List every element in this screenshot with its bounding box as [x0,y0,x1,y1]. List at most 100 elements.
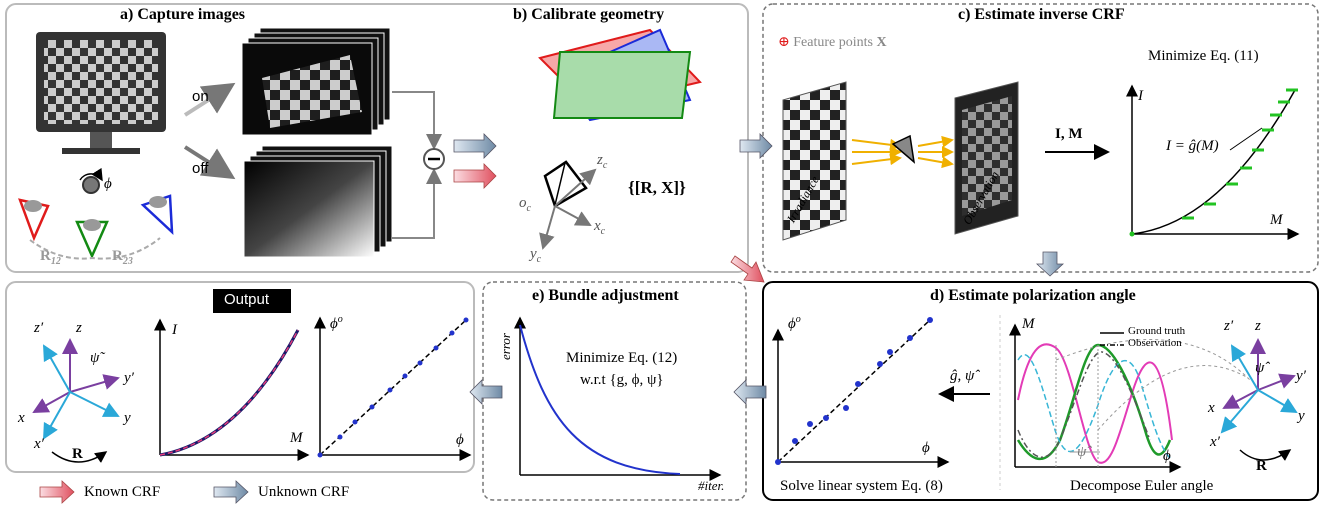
fit-point [843,405,849,411]
legend-observation: Observation [1128,337,1182,349]
out-point [352,419,358,425]
monitor-icon [36,32,166,154]
unknown-crf-arrow-de [733,379,767,405]
out-point [449,330,455,336]
output-linear-points [317,317,469,458]
euler-axes-output [32,338,120,463]
oc-label: oc [519,195,531,214]
rotation-path [29,237,161,260]
out-r-label: R [72,446,83,462]
psi-hat-label: ψ̂ [1077,444,1087,460]
irradiance-board [782,81,847,241]
fit-point [927,317,933,323]
unknown-crf-arrow-ab [453,133,497,159]
output-linear-plot [314,316,472,461]
out-point [317,452,323,458]
panel-a-title: a) Capture images [120,6,246,23]
panel-e-frame [482,281,747,501]
d-z-label: z [1255,318,1261,334]
camera-blue-icon [140,194,174,236]
d-zp-label: z′ [1224,318,1234,334]
output-frame [5,281,475,473]
d-y-label: y [1298,408,1305,424]
out-yp-label: y′ [124,370,134,386]
panel-c-frame [762,3,1319,273]
minimize-11-label: Minimize Eq. (11) [1148,48,1259,64]
crf-y-label: I [1138,88,1143,104]
d-r-label: R [1256,458,1267,474]
minimize-12-label: Minimize Eq. (12) [566,350,678,366]
out-point [402,373,408,379]
out-point [387,387,393,393]
d-yp-label: y′ [1296,368,1306,384]
out-crf-y-label: I [172,322,177,338]
crf-x-label: M [1270,212,1283,228]
r12-label: R12 [40,248,61,267]
out-xp-label: x′ [34,436,44,452]
panel-c-title: c) Estimate inverse CRF [958,6,1125,23]
linear-fit-points [775,317,933,465]
rx-label: {[R, X]} [628,178,686,197]
solve-label: Solve linear system Eq. (8) [780,478,943,494]
unknown-crf-arrow-cd [1035,251,1065,277]
panel-a-b-frame [5,3,749,273]
camera-red-icon [18,198,50,242]
feature-point-icon: ⊕ [778,35,790,50]
rotation-icon [82,176,100,194]
out-point [463,317,469,323]
ghat-psihat-label: ĝ, ψ̂ [950,368,975,384]
d-x-label: x [1208,400,1215,416]
legend-known-label: Known CRF [84,484,161,500]
known-crf-arrow-bd [730,255,765,283]
panel-d-title: d) Estimate polarization angle [930,287,1136,304]
legend-known-arrow [39,480,75,504]
unknown-crf-arrow-eo [469,379,503,405]
fit-point [792,438,798,444]
panel-b-title: b) Calibrate geometry [513,6,665,23]
error-label: error [498,333,513,360]
camera-green-icon [75,219,109,260]
out-x-label: x [18,410,25,426]
calibration-planes [538,28,702,122]
wrt-label: w.r.t {g, ϕ, ψ} [580,372,664,388]
fit-point [887,349,893,355]
xc-label: xc [594,218,606,237]
phi-label: ϕ [104,176,112,192]
crf-equation: I = ĝ(M) [1166,138,1219,154]
out-z-label: z [76,320,82,336]
fit-point [775,459,781,465]
output-label-bg [213,289,291,313]
fit-point [807,421,813,427]
out-phi-label: ϕ [456,432,464,448]
legend-unknown-label: Unknown CRF [258,484,350,500]
iter-label: #iter. [698,478,725,493]
sinusoid-x-label: ϕ [1163,448,1171,464]
off-label: off [192,160,209,177]
projection-rays [851,134,954,169]
im-label: I, M [1055,126,1083,142]
zc-label: zc [597,152,608,171]
off-image-stack [243,145,393,258]
legend-ground-truth: Ground truth [1128,325,1186,337]
error-plot [514,316,722,481]
output-crf-plot [154,318,310,461]
out-point [369,404,375,410]
known-crf-arrow-ab [453,163,497,189]
out-point [337,434,343,440]
camera-axes-b [539,160,597,250]
yc-label: yc [530,246,542,265]
unknown-crf-arrow-bc [739,133,773,159]
fit-point [855,381,861,387]
legend-unknown-arrow [213,480,249,504]
out-phi-o-label: ϕo [330,314,343,332]
d-xp-label: x′ [1210,434,1220,450]
out-zp-label: z′ [34,320,44,336]
sinusoid-y-label: M [1022,316,1035,332]
out-y-label: y [124,410,131,426]
out-point [433,345,439,351]
out-psi-label: ψ̃ [90,350,100,366]
fit-point [823,415,829,421]
sinusoid-plot [1009,323,1251,473]
on-label: on [192,88,209,105]
out-point [417,360,423,366]
